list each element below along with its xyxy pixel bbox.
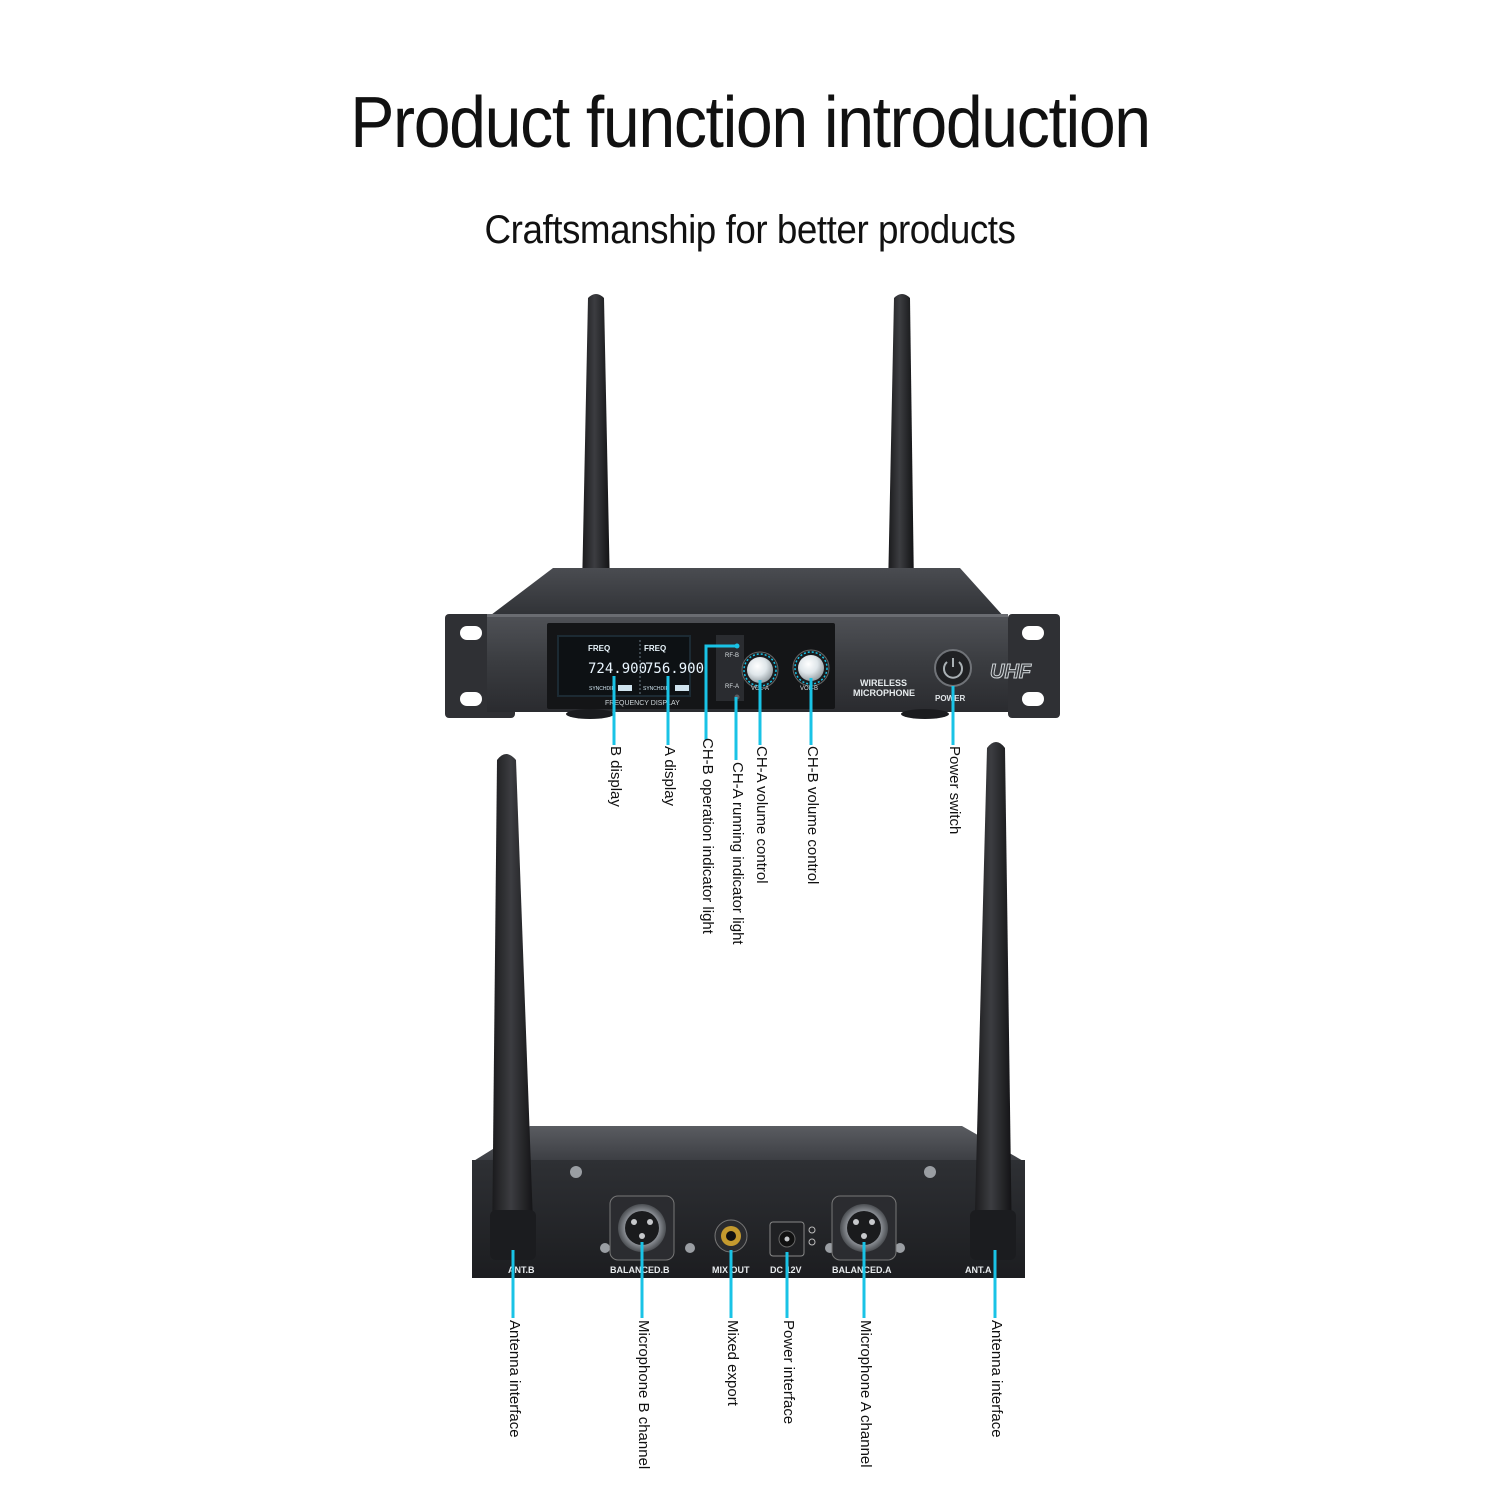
dc-power-jack[interactable] — [769, 1221, 816, 1257]
rear-antenna-a — [970, 742, 1016, 1260]
front-antenna-right — [888, 294, 914, 590]
ch-b-led — [734, 643, 740, 649]
rear-label-ant-b: ANT.B — [508, 1265, 535, 1275]
lcd-display-caption: FREQUENCY DISPLAY — [605, 700, 680, 707]
callout-ch-a-volume: CH-A volume control — [753, 746, 770, 884]
rf-b-label: RF-B — [725, 653, 739, 659]
xlr-connector-b[interactable] — [609, 1195, 675, 1261]
page-subtitle: Craftsmanship for better products — [484, 208, 1016, 252]
mix-out-jack[interactable] — [714, 1219, 748, 1253]
front-callout-lines — [612, 644, 955, 760]
brand-line1: WIRELESS — [860, 678, 907, 688]
front-chassis-top — [487, 568, 1005, 618]
callout-power-interface: Power interface — [780, 1320, 797, 1425]
brand-line2: MICROPHONE — [853, 688, 915, 698]
callout-ch-b-volume: CH-B volume control — [804, 746, 821, 885]
rack-ear-right — [1008, 614, 1060, 718]
callout-ch-b-indicator: CH-B operation indicator light — [699, 738, 716, 934]
uhf-logo: UHF — [990, 661, 1032, 683]
page-title: Product function introduction — [350, 83, 1151, 163]
rear-chassis-top — [472, 1126, 1025, 1162]
callout-ch-a-indicator: CH-A running indicator light — [729, 762, 746, 945]
rear-label-balanced-b: BALANCED.B — [610, 1265, 670, 1275]
lcd-freq-value-a: 756.900 — [645, 661, 704, 677]
xlr-connector-a[interactable] — [831, 1195, 897, 1261]
callout-antenna-a: Antenna interface — [988, 1320, 1005, 1438]
lcd-screen: FREQ FREQ 724.900 756.900 SYNCHDIR SYNCH… — [557, 635, 704, 697]
lcd-freq-value-b: 724.900 — [588, 661, 647, 677]
front-antenna-left — [582, 294, 610, 590]
callout-a-display: A display — [661, 746, 678, 807]
lcd-sync-a: SYNCHDIR — [643, 686, 670, 692]
callout-b-display: B display — [607, 746, 624, 807]
rear-callout-lines — [511, 1242, 997, 1318]
lcd-sync-b: SYNCHDIR — [589, 686, 616, 692]
callout-mixed-export: Mixed export — [724, 1320, 741, 1406]
rf-a-label: RF-A — [725, 684, 739, 690]
callout-mic-a: Microphone A channel — [857, 1320, 874, 1468]
rear-label-balanced-a: BALANCED.A — [832, 1265, 892, 1275]
rear-label-ant-a: ANT.A — [965, 1265, 992, 1275]
callout-power-switch: Power switch — [946, 746, 963, 835]
rear-antenna-b — [490, 754, 536, 1260]
callout-mic-b: Microphone B channel — [635, 1320, 652, 1470]
callout-antenna-b: Antenna interface — [506, 1320, 523, 1438]
vol-b-knob[interactable] — [792, 649, 830, 687]
lcd-freq-label-a: FREQ — [644, 644, 666, 653]
power-button[interactable] — [934, 649, 972, 687]
rear-faceplate — [472, 1160, 1025, 1278]
lcd-freq-label-b: FREQ — [588, 644, 610, 653]
vol-b-label: VOL-B — [800, 686, 818, 692]
vol-a-knob[interactable] — [741, 651, 779, 689]
power-label: POWER — [935, 694, 965, 703]
